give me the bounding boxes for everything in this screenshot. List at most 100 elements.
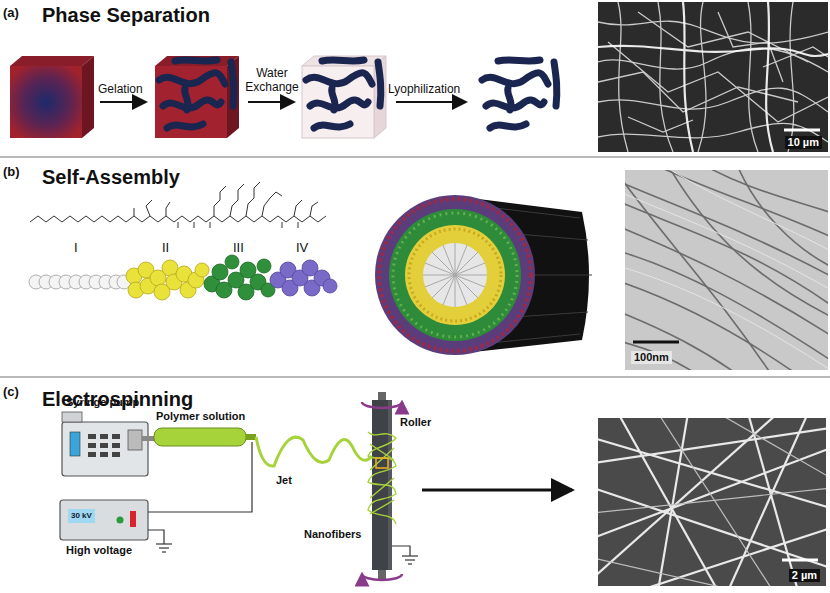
gel-cube — [302, 56, 386, 138]
sem-micrograph-part-part — [718, 418, 826, 478]
power-supply-part — [117, 517, 124, 524]
nanofiber-model-part — [379, 199, 531, 351]
sem-micrograph-part-part — [763, 47, 828, 67]
gel-cube-part-part — [231, 62, 234, 106]
beta-sheet-segment — [126, 260, 209, 300]
collector-roller-part — [362, 402, 402, 408]
power-supply-box: 30 kVHigh voltage — [60, 500, 148, 540]
nanofiber-model-part-part — [425, 263, 485, 287]
device-label: High voltage — [66, 544, 132, 557]
sem-micrograph-part-part — [638, 12, 808, 62]
peptide-structure-part — [134, 200, 170, 216]
wire-part — [148, 530, 164, 544]
scale-label: 2 µm — [789, 569, 820, 582]
tem-micrograph-part-part — [625, 310, 745, 370]
segment-label: III — [233, 240, 244, 256]
wire — [148, 442, 252, 552]
gel-cube-part — [227, 56, 239, 138]
process-label: Gelation — [98, 82, 143, 96]
collector-roller-part — [378, 570, 386, 580]
gel-cube-part — [155, 56, 239, 66]
sem-micrograph-part-part — [658, 418, 773, 586]
process-label: Lyophilization — [388, 82, 460, 96]
process-arrow — [100, 101, 466, 103]
wire-part — [162, 551, 166, 552]
gel-cube-part-part — [159, 73, 225, 84]
power-supply — [60, 500, 148, 540]
gel-cube-part — [155, 66, 227, 138]
nanofiber-model-part — [389, 209, 521, 341]
sem-micrograph-part-part — [628, 117, 693, 132]
scale-label: 10 µm — [785, 136, 822, 149]
gel-cube-part — [10, 66, 82, 138]
sem-micrograph-part — [598, 2, 828, 152]
peptide-structure-part — [310, 202, 318, 216]
process-arrow-part — [248, 101, 294, 103]
tem-micrograph-part — [625, 170, 828, 370]
collector-roller-part — [408, 563, 412, 564]
gel-cube — [10, 56, 94, 138]
tem-micrograph-part-part — [625, 250, 828, 365]
sem-micrograph-part — [598, 418, 826, 586]
sem-micrograph-part-part — [598, 428, 826, 463]
tem-micrograph-part-part — [625, 280, 805, 370]
sem-micrograph-part-part — [748, 2, 758, 152]
scaffold-network-part-part — [508, 88, 511, 110]
gel-cube-part-part — [310, 100, 368, 108]
panel-letter: (a) — [3, 5, 19, 21]
polymer-jet — [256, 437, 372, 466]
collector-roller-part — [392, 546, 410, 556]
tem-micrograph-part-part — [625, 265, 828, 370]
gel-cube-part-part — [175, 60, 217, 61]
panel-letter: (b) — [3, 164, 20, 180]
tem-micrograph-part — [633, 341, 679, 344]
sem-micrograph-part-part — [598, 448, 826, 538]
process-label: Water Exchange — [242, 66, 302, 95]
syringe-pump-part — [88, 434, 120, 457]
syringe-pump-part-part — [100, 452, 108, 457]
segment-label: IV — [296, 240, 308, 256]
gel-cube-part-part — [306, 73, 372, 84]
gel-cube-part-part — [163, 100, 221, 108]
sem-micrograph-part-part — [598, 488, 826, 513]
syringe-part — [246, 434, 256, 440]
syringe-part — [142, 436, 154, 441]
collector-roller-part-part — [368, 432, 396, 524]
gel-cube-part — [10, 56, 94, 66]
gel-cube-part-part — [322, 60, 364, 61]
charged-segment — [204, 255, 275, 300]
syringe-pump-part-part — [88, 443, 96, 448]
component-label: Syringe pump — [66, 396, 139, 409]
sem-micrograph-part-part — [766, 2, 773, 152]
collector-roller-part — [402, 555, 418, 556]
sem-micrograph-part-part — [608, 42, 828, 122]
sem-micrograph-part-part — [598, 558, 738, 586]
panel-band: (b) Self-Assembly 100nm — [0, 160, 830, 375]
panel-title: Self-Assembly — [42, 165, 180, 189]
tem-micrograph-part-part — [625, 200, 828, 310]
process-arrow-part — [100, 101, 146, 103]
syringe-pump-part-part — [88, 452, 96, 457]
charged-segment-part — [257, 259, 271, 273]
peptide-structure-part — [30, 216, 326, 222]
panel-band: (a)Phase Separation10 µm — [0, 0, 830, 156]
gel-cube-part-part — [332, 88, 335, 110]
micrograph-panel: 100nm — [625, 170, 828, 370]
power-supply-part — [60, 500, 148, 540]
syringe-pump-part-part — [112, 434, 120, 439]
tem-micrograph-part — [625, 170, 828, 370]
peptide-structure-part — [214, 186, 226, 216]
sem-micrograph — [593, 413, 830, 591]
peptide-structure-part — [246, 182, 260, 216]
panel-band: (c)Electrospinning30 kVHigh voltage2 µm — [0, 380, 830, 593]
peptide-structure-part — [178, 222, 298, 228]
collector-roller-part-part — [370, 444, 394, 514]
sem-micrograph-part-part — [598, 46, 828, 56]
tem-micrograph-part-part — [625, 340, 705, 370]
power-supply-part — [130, 511, 136, 527]
nanofiber-model-part — [409, 229, 501, 321]
collector-roller-part — [368, 432, 396, 524]
nanofiber-model-part-part — [425, 263, 485, 287]
nanofiber-model-part — [375, 195, 535, 355]
component-label: Roller — [400, 416, 431, 429]
